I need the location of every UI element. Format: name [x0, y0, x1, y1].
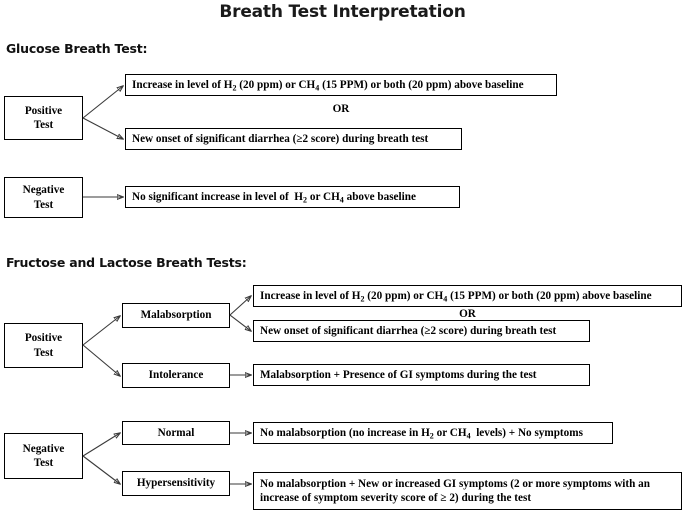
- outcome-fl-malabsorption-2[interactable]: New onset of significant diarrhea (≥2 sc…: [253, 320, 590, 342]
- node-fl-negative-test[interactable]: Negative Test: [4, 433, 83, 479]
- outcome-fl-hypersensitivity-1[interactable]: No malabsorption + New or increased GI s…: [253, 472, 682, 510]
- arrow-glucose-pos-to-outcome2: [82, 117, 123, 139]
- arrow-glucose-pos-to-outcome1: [82, 86, 123, 119]
- node-label-line2: Test: [33, 119, 54, 131]
- node-label-line1: Positive: [24, 104, 63, 117]
- arrow-fl-neg-to-normal: [82, 433, 120, 457]
- outcome-fl-intolerance-1[interactable]: Malabsorption + Presence of GI symptoms …: [253, 364, 590, 386]
- outcome-fl-normal-1[interactable]: No malabsorption (no increase in H2 or C…: [253, 422, 613, 444]
- node-label: Intolerance: [148, 369, 204, 382]
- node-label-line1: Positive: [24, 332, 63, 345]
- outcome-glucose-positive-1[interactable]: Increase in level of H2 (20 ppm) or CH4 …: [125, 74, 557, 96]
- outcome-text: Increase in level of H2 (20 ppm) or CH4 …: [132, 78, 524, 93]
- arrow-malabsorption-to-outcome2: [229, 314, 251, 331]
- section-heading-glucose: Glucose Breath Test:: [6, 41, 148, 56]
- node-glucose-positive-test[interactable]: Positive Test: [4, 96, 83, 140]
- page-title: Breath Test Interpretation: [219, 2, 466, 22]
- outcome-glucose-negative-1[interactable]: No significant increase in level of H2 o…: [125, 186, 460, 208]
- section-heading-fructose-lactose: Fructose and Lactose Breath Tests:: [6, 255, 247, 270]
- arrow-fl-neg-to-hypersensitivity: [82, 455, 120, 484]
- outcome-text: No significant increase in level of H2 o…: [132, 190, 416, 205]
- node-label-line1: Negative: [22, 184, 65, 197]
- node-label-line2: Test: [33, 346, 54, 359]
- node-label-line1: Negative: [22, 442, 65, 455]
- node-label-line2: Test: [33, 457, 54, 469]
- or-label-fl-positive: OR: [459, 308, 476, 320]
- outcome-text: No malabsorption (no increase in H2 or C…: [260, 426, 583, 441]
- outcome-text: New onset of significant diarrhea (≥2 sc…: [260, 324, 557, 337]
- node-fl-positive-test[interactable]: Positive Test: [4, 323, 83, 368]
- outcome-glucose-positive-2[interactable]: New onset of significant diarrhea (≥2 sc…: [125, 128, 462, 150]
- arrow-fl-pos-to-malabsorption: [82, 316, 120, 346]
- outcome-text: Increase in level of H2 (20 ppm) or CH4 …: [260, 289, 652, 304]
- outcome-text: Malabsorption + Presence of GI symptoms …: [260, 368, 537, 381]
- node-glucose-negative-test[interactable]: Negative Test: [4, 177, 83, 218]
- or-label-glucose-positive: OR: [332, 103, 350, 115]
- outcome-text: New onset of significant diarrhea (≥2 sc…: [132, 132, 429, 145]
- outcome-text: No malabsorption + New or increased GI s…: [260, 477, 650, 504]
- node-label: Normal: [157, 426, 195, 439]
- node-fl-hypersensitivity[interactable]: Hypersensitivity: [122, 471, 230, 496]
- node-fl-normal[interactable]: Normal: [122, 421, 230, 445]
- arrow-fl-pos-to-intolerance: [82, 344, 120, 376]
- node-label: Malabsorption: [140, 309, 212, 322]
- node-fl-malabsorption[interactable]: Malabsorption: [122, 303, 230, 328]
- node-label-line2: Test: [33, 198, 54, 211]
- arrow-malabsorption-to-outcome1: [229, 296, 251, 316]
- outcome-fl-malabsorption-1[interactable]: Increase in level of H2 (20 ppm) or CH4 …: [253, 285, 682, 307]
- node-fl-intolerance[interactable]: Intolerance: [122, 363, 230, 388]
- node-label: Hypersensitivity: [136, 477, 216, 490]
